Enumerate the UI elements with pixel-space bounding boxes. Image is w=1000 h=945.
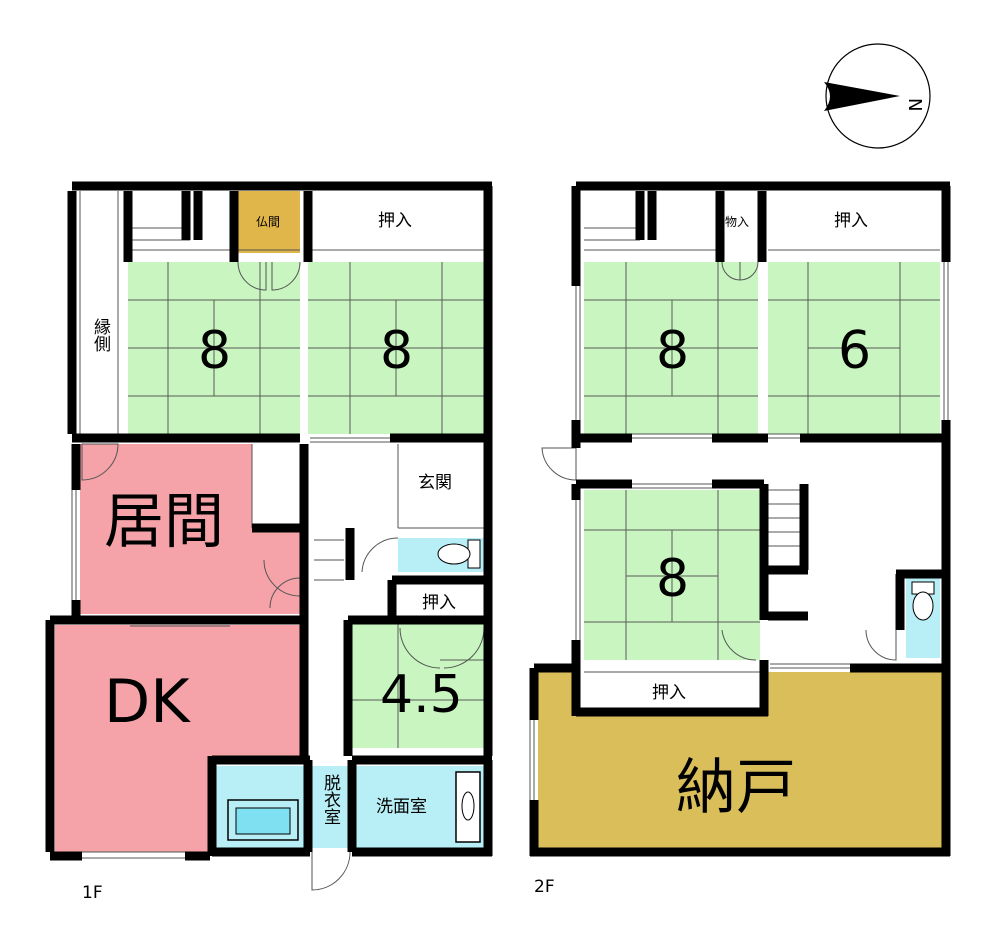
senmenshitsu-label: 洗面室 [376, 797, 427, 817]
bathtub-icon [227, 799, 299, 841]
room-8-left-label: 8 [198, 321, 231, 381]
butsuma-label: 仏間 [256, 215, 280, 229]
oshiire-top-label: 押入 [378, 211, 412, 231]
oshiire-2f-top-label: 押入 [834, 211, 868, 231]
room-4-5-label: 4.5 [380, 665, 463, 725]
datsuishitsu-label: 脱衣室 [320, 774, 341, 825]
engawa-label: 縁側 [90, 318, 111, 352]
second-floor: 8 6 8 押入 押入 物入 納戸 2F [529, 181, 951, 897]
compass: N [824, 43, 931, 149]
room-8-right-label: 8 [380, 321, 413, 381]
room-2f-6-label: 6 [838, 321, 871, 381]
room-2f-8-top-label: 8 [656, 321, 689, 381]
oshiire-2f-bottom-label: 押入 [652, 683, 686, 703]
genkan-label: 玄関 [418, 473, 452, 493]
toilet-icon [437, 539, 481, 569]
dk-label: DK [104, 667, 191, 737]
first-floor: 8 8 居間 DK 4.5 仏間 押入 押入 玄関 洗面室 縁側 脱衣室 1F [45, 181, 493, 903]
north-arrow-icon [824, 82, 900, 111]
washbasin-icon [455, 771, 481, 843]
oshiire-mid-label: 押入 [422, 593, 456, 613]
monoire-label: 物入 [725, 215, 749, 229]
ima-label: 居間 [104, 487, 224, 557]
floor-2-label: 2F [534, 877, 555, 897]
nando-label: 納戸 [676, 753, 796, 823]
compass-label: N [904, 98, 925, 111]
room-2f-8-lower-label: 8 [656, 549, 689, 609]
toilet-2f-icon [911, 581, 935, 621]
floor-1-label: 1F [82, 883, 103, 903]
